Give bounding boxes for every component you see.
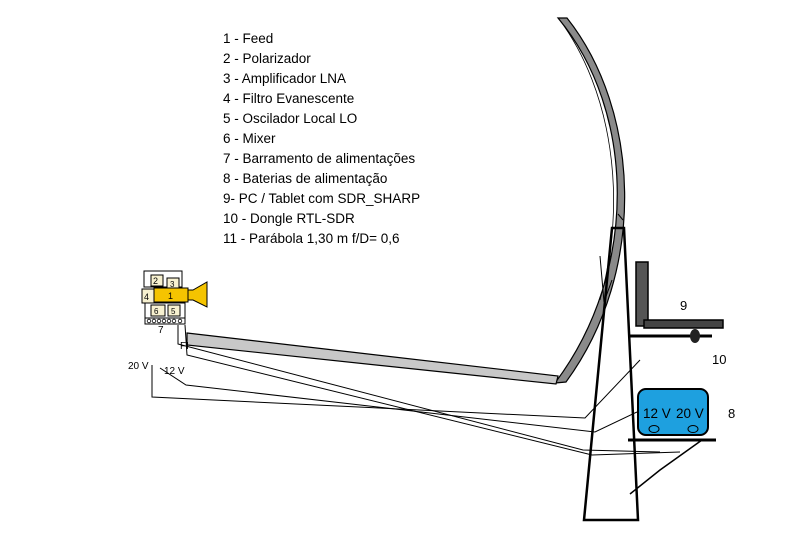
shelf-brace bbox=[629, 439, 703, 495]
legend-item-1: 1 - Feed bbox=[223, 31, 274, 46]
bus-terminals bbox=[146, 318, 183, 324]
wire-fi-2 bbox=[184, 324, 681, 456]
callout-9: 9 bbox=[680, 298, 687, 313]
legend-item-11: 11 - Parábola 1,30 m f/D= 0,6 bbox=[223, 231, 400, 246]
legend-item-5: 5 - Oscilador Local LO bbox=[223, 111, 358, 126]
legend-item-6: 6 - Mixer bbox=[223, 131, 276, 146]
feed-number: 1 bbox=[168, 291, 173, 301]
feed-support-arm bbox=[186, 332, 559, 385]
dish-support-strut bbox=[599, 255, 613, 303]
wire-label-fi: FI bbox=[180, 341, 189, 352]
mixer-number: 6 bbox=[154, 307, 159, 316]
wire-label-20v: 20 V bbox=[128, 361, 149, 372]
polarizer-box bbox=[150, 274, 164, 287]
polarizer-number: 2 bbox=[153, 276, 158, 286]
power-bus bbox=[144, 317, 186, 325]
wiring bbox=[151, 324, 681, 456]
wire-12v bbox=[159, 367, 638, 433]
battery-pack: 12 V 20 V bbox=[628, 388, 716, 495]
legend-item-2: 2 - Polarizador bbox=[223, 51, 311, 66]
battery-label-20v: 20 V bbox=[676, 406, 704, 421]
callout-8: 8 bbox=[728, 406, 735, 421]
oscillator-number: 5 bbox=[171, 307, 176, 316]
feed-assembly: 2 3 4 1 6 5 7 bbox=[141, 270, 208, 336]
parabolic-dish bbox=[553, 17, 626, 384]
legend-item-7: 7 - Barramento de alimentações bbox=[223, 151, 416, 166]
battery-terminal-20v bbox=[687, 425, 699, 433]
mast bbox=[582, 226, 640, 522]
legend-item-8: 8 - Baterias de alimentação bbox=[223, 171, 388, 186]
mast-frame bbox=[582, 226, 640, 522]
dish-center-mark bbox=[617, 213, 624, 221]
dongle-rtl-sdr bbox=[690, 329, 700, 343]
battery-label-12v: 12 V bbox=[643, 406, 671, 421]
tablet-screen bbox=[635, 261, 649, 327]
legend-item-3: 3 - Amplificador LNA bbox=[223, 71, 347, 86]
mixer-box bbox=[150, 304, 166, 317]
callout-10: 10 bbox=[712, 352, 726, 367]
oscillator-box bbox=[167, 304, 181, 317]
legend-item-9: 9- PC / Tablet com SDR_SHARP bbox=[223, 191, 421, 206]
battery-terminal-12v bbox=[648, 425, 660, 433]
battery-body bbox=[637, 388, 709, 436]
filter-number: 4 bbox=[144, 292, 149, 302]
legend-item-10: 10 - Dongle RTL-SDR bbox=[223, 211, 355, 226]
pc-tablet bbox=[628, 261, 724, 343]
bus-number: 7 bbox=[158, 325, 164, 336]
legend-item-4: 4 - Filtro Evanescente bbox=[223, 91, 355, 106]
tablet-keyboard bbox=[643, 319, 724, 329]
wire-fi bbox=[177, 325, 661, 453]
legend: 1 - Feed 2 - Polarizador 3 - Amplificado… bbox=[223, 29, 420, 249]
lna-number: 3 bbox=[170, 280, 175, 289]
wire-label-12v: 12 V bbox=[164, 366, 185, 377]
wire-20v bbox=[151, 359, 641, 419]
feed-horn bbox=[187, 281, 208, 308]
